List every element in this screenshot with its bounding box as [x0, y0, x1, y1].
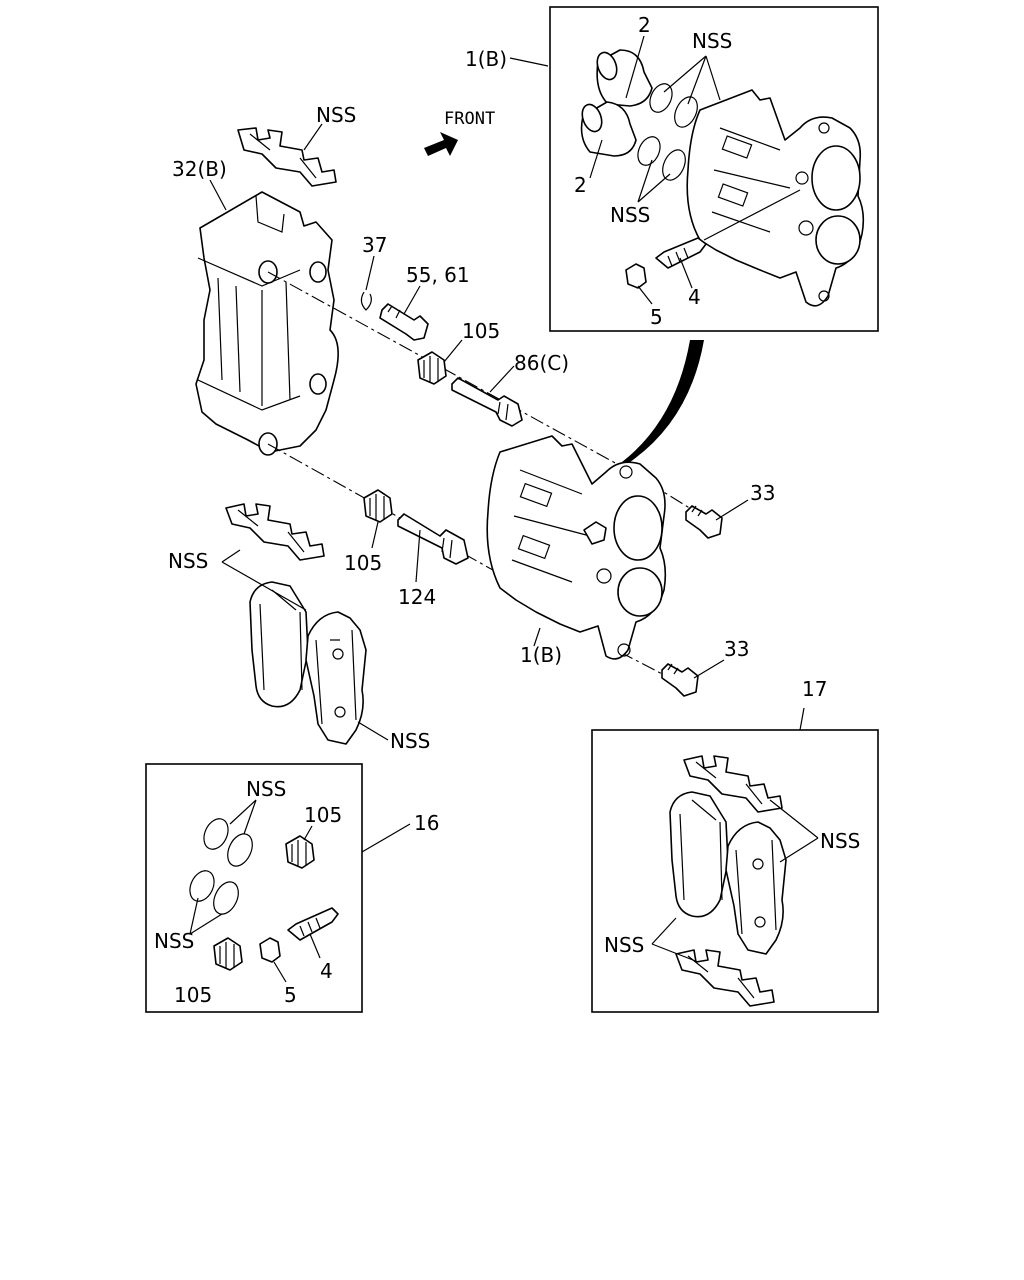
caliper-body-main: 1(B): [486, 435, 667, 667]
bleeder-screw-kit16: [287, 907, 339, 941]
label-kit16-105-bottom: 105: [174, 983, 212, 1007]
label-bleeder-inset: 4: [688, 285, 701, 309]
boot-105-lower: 105: [344, 489, 393, 575]
brake-pad-kit17-outer: [669, 791, 729, 918]
label-kit16-nss-bottom: NSS: [154, 929, 194, 953]
label-support-assy: 32(B): [172, 157, 227, 181]
label-nss-clip-top: NSS: [316, 103, 356, 127]
seal-rings-inset: [637, 83, 698, 181]
caliper-body-inset: [686, 89, 865, 307]
label-caliper-assy-main: 1(B): [520, 643, 562, 667]
axis-line-upper: [267, 271, 629, 471]
bolt-55-61: 55, 61: [379, 263, 470, 341]
snap-ring-37: 37: [360, 233, 387, 311]
pad-clip-kit17-top: [683, 755, 783, 813]
kit-16-box: NSS 105 NSS 4 105 5: [145, 763, 411, 1013]
arrow-up-right-icon: [424, 132, 458, 156]
label-kit-17: 17: [802, 677, 827, 701]
label-piston-inset: 2: [638, 13, 651, 37]
caliper-support: 32(B): [172, 157, 339, 456]
label-kit16-105: 105: [304, 803, 342, 827]
label-nss-clip-left: NSS: [168, 549, 208, 573]
label-kit16-5: 5: [284, 983, 297, 1007]
boot-kit16-upper: [285, 835, 315, 869]
label-boot-105-lower: 105: [344, 551, 382, 575]
label-caliper-assy-inset: 1(B): [465, 47, 507, 71]
pad-clip-top: NSS: [237, 103, 356, 187]
label-kit17-nss-right: NSS: [820, 829, 860, 853]
label-ring-37: 37: [362, 233, 387, 257]
pad-clip-kit17-bottom: [675, 949, 775, 1007]
piston-lower: [580, 101, 637, 157]
inset-connector: [622, 340, 704, 462]
guide-pin-86c: 86(C): [451, 351, 569, 427]
label-nss-pad: NSS: [390, 729, 430, 753]
bleeder-cap-inset: [625, 263, 647, 289]
label-bolt-55-61: 55, 61: [406, 263, 470, 287]
brake-pad-kit17-inner: [725, 821, 787, 955]
boot-kit16-lower: [213, 937, 243, 971]
front-indicator: FRONT: [424, 109, 495, 156]
label-pin-86c: 86(C): [514, 351, 569, 375]
front-label: FRONT: [444, 109, 495, 129]
bleeder-cap-kit16: [259, 937, 281, 963]
brake-pad-outer: [249, 581, 309, 708]
piston-upper: [596, 49, 653, 107]
label-kit-16: 16: [414, 811, 439, 835]
guide-pin-124: 124: [397, 513, 469, 609]
label-bolt-33-upper: 33: [750, 481, 775, 505]
label-kit16-4: 4: [320, 959, 333, 983]
seal-rings-kit16: [189, 818, 253, 915]
kit-17-box: NSS NSS: [591, 707, 879, 1013]
pad-clip-lower-left: [225, 503, 325, 561]
label-nss-seal-inset-bottom: NSS: [610, 203, 650, 227]
caliper-inset-box: 1(B) 2 2 NSS NSS 4 5: [465, 6, 879, 332]
label-kit16-nss-top: NSS: [246, 777, 286, 801]
brake-pad-inner: [305, 611, 367, 745]
label-nss-seal-inset-top: NSS: [692, 29, 732, 53]
bolt-33-lower: 33: [661, 637, 749, 697]
label-piston-inset-2: 2: [574, 173, 587, 197]
label-cap-inset: 5: [650, 305, 663, 329]
label-bolt-33-lower: 33: [724, 637, 749, 661]
label-pin-124: 124: [398, 585, 436, 609]
bolt-33-upper: 33: [685, 481, 775, 539]
bleeder-screw-inset: [655, 189, 801, 269]
boot-105-upper: 105: [417, 319, 500, 385]
label-kit17-nss-left: NSS: [604, 933, 644, 957]
label-boot-105-upper: 105: [462, 319, 500, 343]
axis-line-bolt-lower: [619, 651, 671, 679]
